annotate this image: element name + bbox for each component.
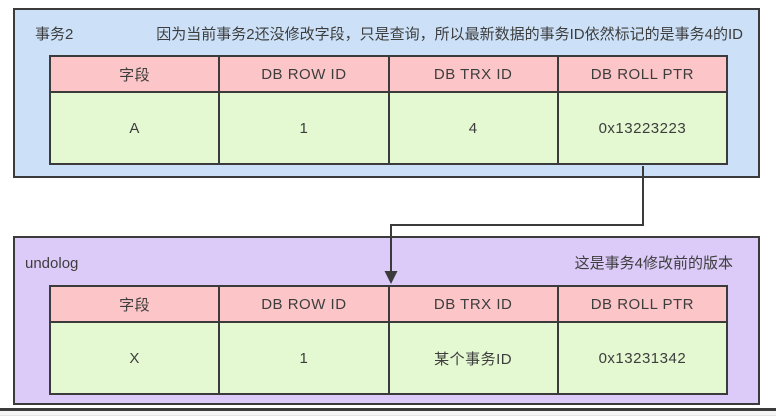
t1-cell-field: A xyxy=(51,93,219,163)
t1-cell-db-roll-ptr: 0x13223223 xyxy=(558,93,726,163)
t2-header-db-roll-ptr: DB ROLL PTR xyxy=(558,287,726,321)
t1-cell-db-row-id: 1 xyxy=(220,93,388,163)
t2-cell-db-row-id: 1 xyxy=(220,323,388,393)
t1-header-db-row-id: DB ROW ID xyxy=(220,57,388,91)
undolog-annotation: 这是事务4修改前的版本 xyxy=(574,255,733,272)
t2-header-db-row-id: DB ROW ID xyxy=(220,287,388,321)
transaction2-label: 事务2 xyxy=(35,26,74,43)
t1-header-db-roll-ptr: DB ROLL PTR xyxy=(558,57,726,91)
t1-header-db-trx-id: DB TRX ID xyxy=(389,57,557,91)
bottom-strip xyxy=(0,411,776,416)
bottom-divider xyxy=(0,408,776,411)
t1-header-field: 字段 xyxy=(51,57,219,91)
undolog-table: 字段 DB ROW ID DB TRX ID DB ROLL PTR X 1 某… xyxy=(49,285,728,395)
undolog-label: undolog xyxy=(25,255,79,272)
transaction2-table: 字段 DB ROW ID DB TRX ID DB ROLL PTR A 1 4… xyxy=(49,55,728,165)
t2-cell-field: X xyxy=(51,323,219,393)
t2-header-field: 字段 xyxy=(51,287,219,321)
undolog-box: undolog 这是事务4修改前的版本 字段 DB ROW ID DB TRX … xyxy=(13,236,760,405)
t2-cell-db-trx-id: 某个事务ID xyxy=(389,323,557,393)
t2-header-db-trx-id: DB TRX ID xyxy=(389,287,557,321)
transaction2-annotation: 因为当前事务2还没修改字段，只是查询，所以最新数据的事务ID依然标记的是事务4的… xyxy=(156,26,743,43)
t2-cell-db-roll-ptr: 0x13231342 xyxy=(558,323,726,393)
t1-cell-db-trx-id: 4 xyxy=(389,93,557,163)
transaction2-box: 事务2 因为当前事务2还没修改字段，只是查询，所以最新数据的事务ID依然标记的是… xyxy=(13,8,760,178)
